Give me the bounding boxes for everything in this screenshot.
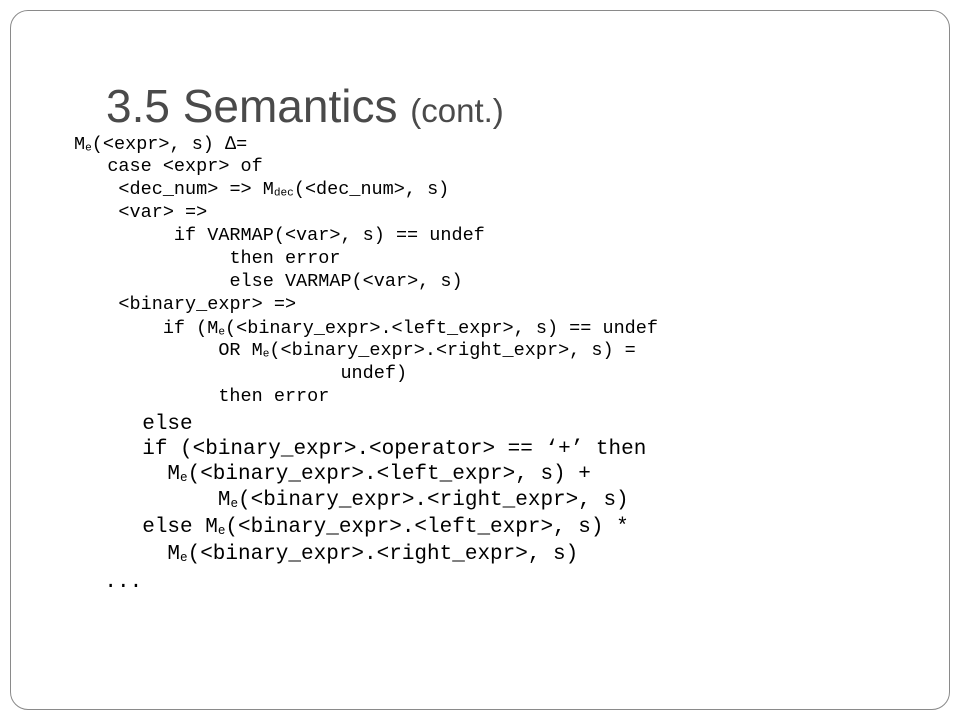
code-indent [74, 271, 229, 292]
code-indent [74, 294, 118, 315]
code-text: (<expr>, s) [91, 134, 226, 155]
code-line: else Me(<binary_expr>.<left_expr>, s) * [54, 516, 629, 539]
code-subscript: e [262, 348, 270, 361]
code-indent [74, 363, 340, 384]
code-line: Me(<binary_expr>.<right_expr>, s) [54, 544, 578, 565]
code-subscript: e [230, 496, 238, 511]
code-text: (<binary_expr>.<right_expr>, s) = [269, 340, 636, 361]
code-text: case <expr> of [107, 156, 263, 177]
code-line: case <expr> of [74, 156, 263, 177]
code-line: if VARMAP(<var>, s) == undef [74, 225, 485, 246]
code-line: <binary_expr> => [74, 294, 297, 315]
code-text: OR M [218, 340, 263, 361]
code-subscript: e [217, 523, 226, 538]
code-subscript: e [180, 550, 188, 565]
slide-title-main: 3.5 Semantics [106, 80, 411, 132]
code-indent [74, 386, 218, 407]
code-text: M [74, 134, 86, 155]
code-subscript: e [218, 326, 226, 339]
code-text: else VARMAP(<var>, s) [229, 271, 463, 292]
code-text: if (M [162, 318, 219, 339]
code-line: then error [74, 248, 341, 269]
code-text: undef) [340, 363, 408, 384]
code-text: if VARMAP(<var>, s) == undef [173, 225, 485, 246]
code-indent [54, 438, 142, 461]
code-subscript: dec [273, 187, 294, 200]
code-text: (<binary_expr>.<left_expr>, s) == undef [225, 318, 658, 339]
code-text: M [167, 543, 181, 566]
code-line: <var> => [74, 202, 208, 223]
code-line: else [54, 413, 193, 436]
code-text: <dec_num> => M [118, 179, 274, 200]
code-indent [54, 516, 142, 539]
code-text: ... [104, 571, 143, 594]
code-indent [54, 543, 167, 566]
code-text: if (<binary_expr>.<operator> == ‘+’ then [142, 438, 647, 461]
code-indent [74, 156, 107, 177]
code-text: M [167, 463, 181, 486]
code-line: OR Me(<binary_expr>.<right_expr>, s) = [74, 340, 636, 361]
code-indent [54, 413, 142, 436]
code-text: (<binary_expr>.<right_expr>, s) [238, 489, 629, 512]
code-line: undef) [74, 363, 408, 384]
code-indent [74, 318, 163, 339]
code-line: if (<binary_expr>.<operator> == ‘+’ then [54, 439, 646, 460]
code-text: (<dec_num>, s) [293, 179, 450, 200]
code-line: <dec_num> => Mdec(<dec_num>, s) [74, 179, 450, 200]
code-indent [54, 489, 218, 512]
code-text: <binary_expr> => [118, 294, 297, 315]
code-indent [74, 225, 174, 246]
code-text: then error [218, 386, 330, 407]
code-text: else M [142, 516, 218, 539]
code-line: if (Me(<binary_expr>.<left_expr>, s) == … [74, 318, 658, 339]
code-subscript: e [180, 470, 188, 485]
slide-title: 3.5 Semantics (cont.) [106, 80, 504, 137]
code-text: then error [229, 248, 341, 269]
code-line: Me(<expr>, s) ∆= [74, 134, 248, 155]
code-line: then error [74, 386, 330, 407]
code-text: (<binary_expr>.<right_expr>, s) [187, 543, 579, 566]
code-indent [54, 463, 167, 486]
code-indent [74, 340, 218, 361]
code-line: ... [54, 572, 142, 593]
code-indent [74, 179, 118, 200]
code-text: (<binary_expr>.<left_expr>, s) * [225, 516, 629, 539]
code-subscript: e [85, 142, 92, 155]
code-indent [54, 571, 104, 594]
code-text: M [217, 489, 231, 512]
slide-title-sub: (cont.) [410, 92, 504, 129]
code-text: else [142, 413, 193, 436]
slide-frame [10, 10, 950, 710]
code-text: <var> => [118, 202, 208, 223]
code-indent [74, 248, 229, 269]
code-line: else VARMAP(<var>, s) [74, 271, 463, 292]
code-text: (<binary_expr>.<left_expr>, s) + [187, 463, 591, 486]
code-text: ∆= [225, 134, 248, 155]
code-line: Me(<binary_expr>.<right_expr>, s) [54, 490, 629, 511]
code-line: Me(<binary_expr>.<left_expr>, s) + [54, 463, 591, 486]
code-indent [74, 202, 118, 223]
